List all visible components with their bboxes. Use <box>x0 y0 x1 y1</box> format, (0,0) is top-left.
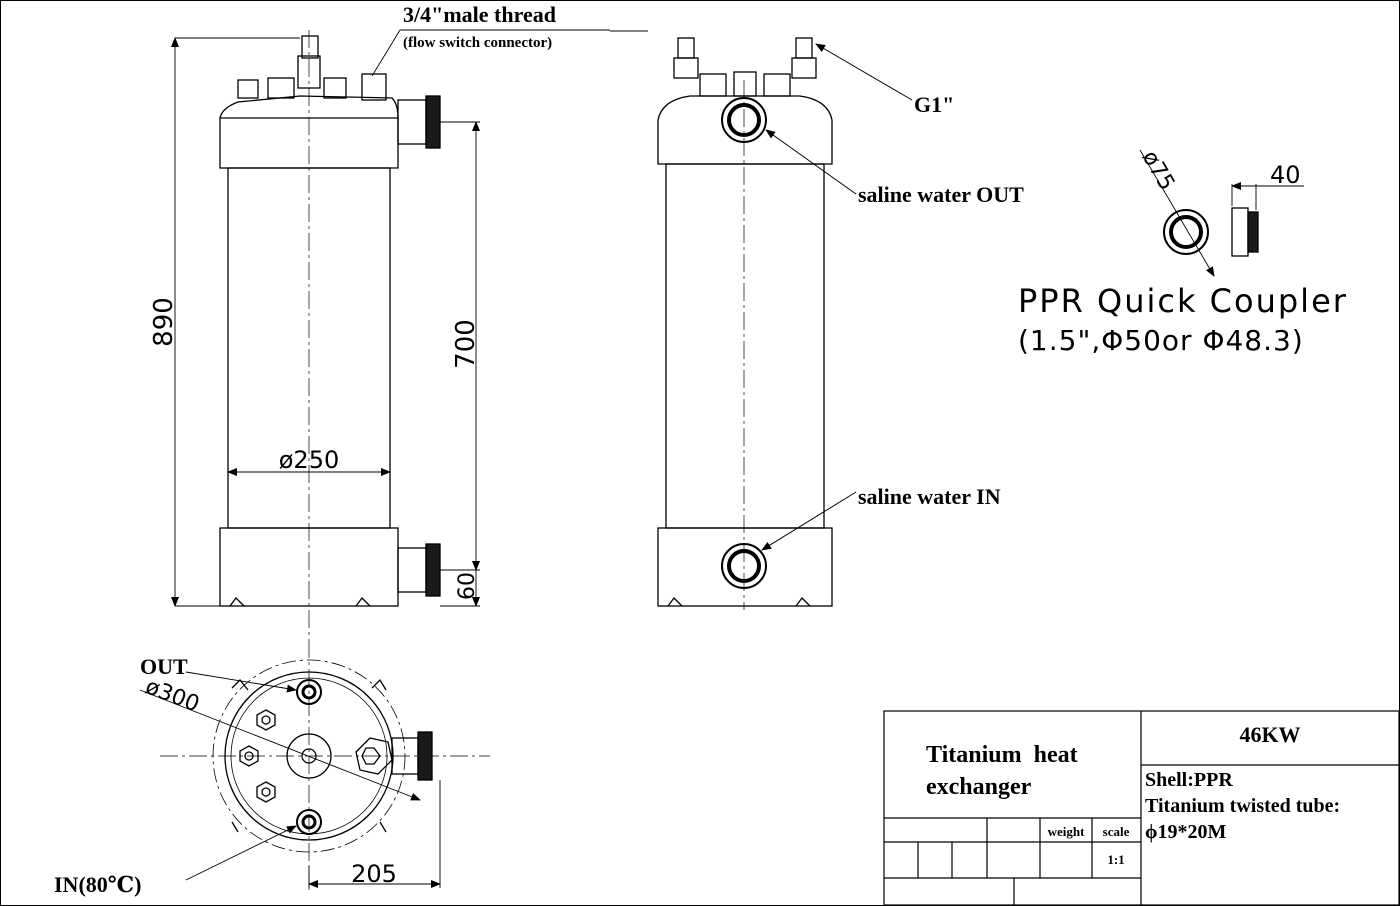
top-view-body <box>224 671 394 841</box>
inlet-label: saline water IN <box>858 484 1001 509</box>
lower-coupler-body <box>397 547 427 593</box>
product-name-line1: Titanium heat <box>926 742 1078 768</box>
tube-spec-line1: Titanium twisted tube: <box>1145 795 1340 817</box>
outlet-label: saline water OUT <box>858 182 1024 207</box>
coupler-side-nut <box>1247 211 1259 253</box>
product-name-line2: exchanger <box>926 774 1032 800</box>
front-view <box>657 37 833 610</box>
inlet-port-inner <box>727 549 761 583</box>
upper-coupler-nut <box>425 95 441 149</box>
bottom-offset-label: 60 <box>455 572 480 600</box>
height-inner-label: 700 <box>451 319 481 369</box>
lower-coupler-nut <box>425 543 441 597</box>
top-view <box>160 640 490 890</box>
coupler-detail <box>1139 149 1304 277</box>
front-view-head <box>657 95 833 165</box>
top-view-dimensions <box>139 671 441 888</box>
scale-header: scale <box>1103 824 1130 839</box>
top-offset-label: 205 <box>351 860 397 888</box>
top-connector-4 <box>323 77 347 99</box>
front-view-leaders <box>761 43 913 551</box>
coupler-length-label: 40 <box>1270 161 1301 189</box>
side-view <box>219 30 441 640</box>
top-connector-3 <box>297 55 321 89</box>
top-coupler-nut <box>417 731 433 781</box>
height-total-label: 890 <box>149 297 179 347</box>
coupler-outer-ring <box>1163 209 1209 255</box>
outlet-port-inner <box>727 103 761 137</box>
top-connector-1 <box>237 79 259 99</box>
top-diameter-label: ø300 <box>142 674 203 717</box>
front-view-base <box>657 527 833 607</box>
side-view-dimensions <box>171 29 610 607</box>
outlet-port-outer <box>721 97 767 143</box>
top-out-label: OUT <box>140 654 188 679</box>
tube-spec-line2: ϕ19*20M <box>1145 821 1226 843</box>
top-view-center-boss <box>286 733 332 779</box>
front-view-cylinder <box>665 163 825 529</box>
top-in-port <box>296 809 322 835</box>
shell-material: Shell:PPR <box>1145 769 1233 791</box>
top-view-outer-circle <box>212 659 406 853</box>
flow-switch-connector <box>361 73 387 101</box>
coupler-inner-ring <box>1169 215 1203 249</box>
scale-value: 1:1 <box>1107 852 1124 867</box>
power-rating: 46KW <box>1239 722 1300 747</box>
diameter-label: ø250 <box>279 446 340 474</box>
top-connector-2 <box>267 77 295 99</box>
top-out-port <box>296 679 322 705</box>
flow-switch-stem <box>301 35 319 59</box>
upper-coupler-body <box>397 99 427 145</box>
coupler-diameter-label: ø75 <box>1137 147 1179 195</box>
weight-header: weight <box>1048 824 1086 839</box>
coupler-title: PPR Quick Coupler <box>1018 282 1348 320</box>
thread-sub-label: (flow switch connector) <box>403 35 552 51</box>
coupler-spec: (1.5",Φ50or Φ48.3) <box>1018 324 1304 357</box>
thread-label: 3/4"male thread <box>403 2 556 27</box>
connector-g1-label: G1" <box>914 92 954 117</box>
inlet-port-outer <box>721 543 767 589</box>
title-block <box>883 710 1400 906</box>
top-in-label: IN(80℃) <box>54 872 141 897</box>
coupler-side-body <box>1231 207 1249 257</box>
